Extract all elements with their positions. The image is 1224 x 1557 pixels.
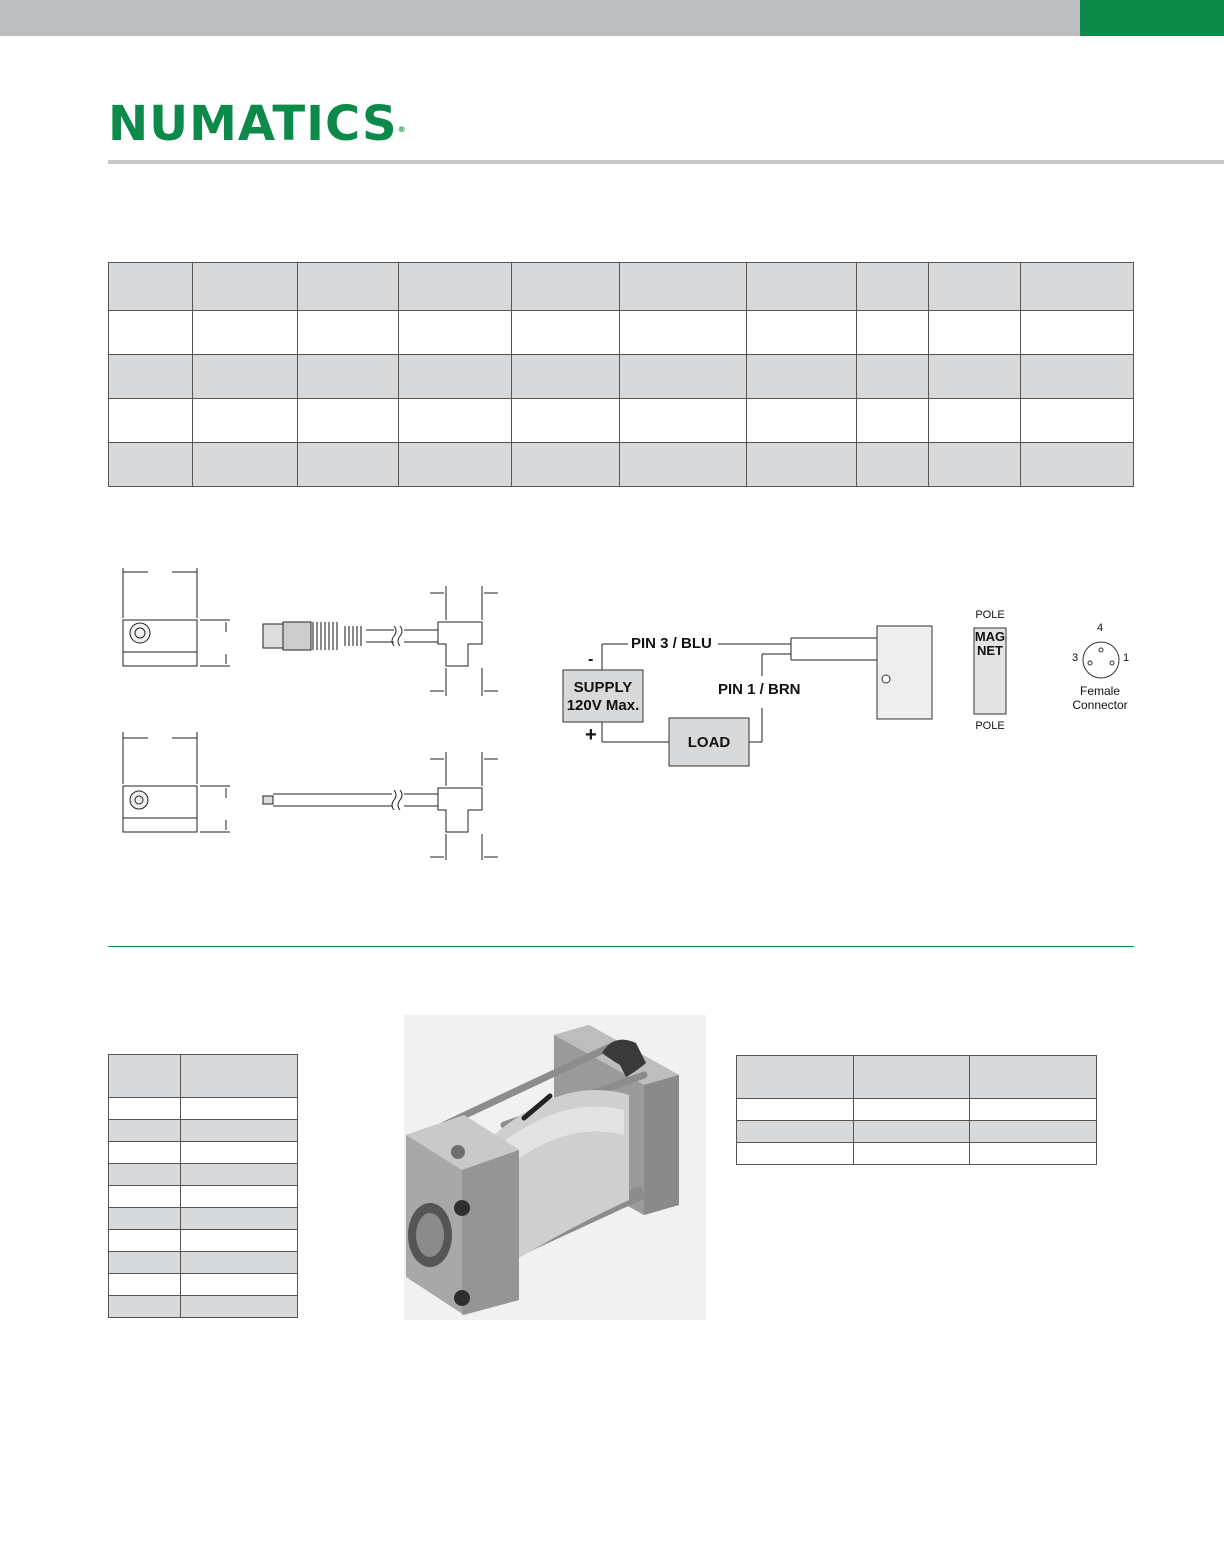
pole-bottom-label: POLE [975,720,1005,732]
switch-body-connector [122,568,230,667]
minus-sign: - [588,651,594,668]
plus-sign: + [585,724,597,746]
section-rule [108,946,1134,947]
brand-name: NUMATICS [108,96,398,152]
narrow-table [108,1054,299,1318]
spec-row [108,310,1134,355]
switch-body-cable [122,732,230,833]
spec-row [108,354,1134,399]
cylinder-photo [404,1015,706,1320]
supply-label: SUPPLY 120V Max. [563,679,643,715]
sensor-box [876,625,933,720]
cable-lead [262,789,438,811]
narrow-row [108,1141,299,1164]
connector-pin-4: 4 [1097,622,1104,634]
pole-top-label: POLE [975,609,1005,621]
connector-caption-2: Connector [1072,698,1128,712]
narrow-row [108,1119,299,1142]
switch-side-view [430,586,498,696]
magnet-label: MAGNET [974,629,1006,658]
small-row [736,1098,1097,1121]
spec-row [108,442,1134,487]
load-label: LOAD [687,734,731,751]
narrow-row [108,1185,299,1208]
narrow-row [108,1097,299,1120]
small-row [736,1142,1097,1165]
pin1-label: PIN 1 / BRN [718,681,801,698]
brand-logo: NUMATICS® [108,96,407,152]
wiring-diagram [562,625,1120,767]
narrow-row [108,1251,299,1274]
small-header-row [736,1055,1097,1099]
narrow-row [108,1273,299,1296]
spec-header-row [108,262,1134,311]
load-box [668,717,750,767]
pin3-label: PIN 3 / BLU [631,635,712,652]
registered-mark: ® [397,125,407,134]
cable-connector [262,621,438,651]
narrow-header-row [108,1054,299,1098]
sensor-led [881,674,891,684]
connector-caption: Female Connector [1060,684,1140,712]
supply-line-2: 120V Max. [566,697,640,714]
switch-side-view-lower [430,752,498,860]
spec-table [108,262,1134,487]
top-bar [0,0,1080,36]
narrow-row [108,1163,299,1186]
spec-row [108,398,1134,443]
connector-pin-3: 3 [1072,652,1079,664]
supply-box [562,669,644,723]
header-rule [108,160,1224,164]
magnet-bar [973,627,1007,715]
connector-pin-1: 1 [1123,652,1130,664]
small-table [736,1055,1097,1165]
connector-caption-1: Female [1079,684,1120,698]
supply-line-1: SUPPLY [573,679,633,696]
narrow-row [108,1207,299,1230]
narrow-row [108,1295,299,1318]
small-row [736,1120,1097,1143]
top-accent-block [1080,0,1224,36]
dimension-drawings [122,568,498,860]
connector-face [1082,641,1120,679]
narrow-row [108,1229,299,1252]
